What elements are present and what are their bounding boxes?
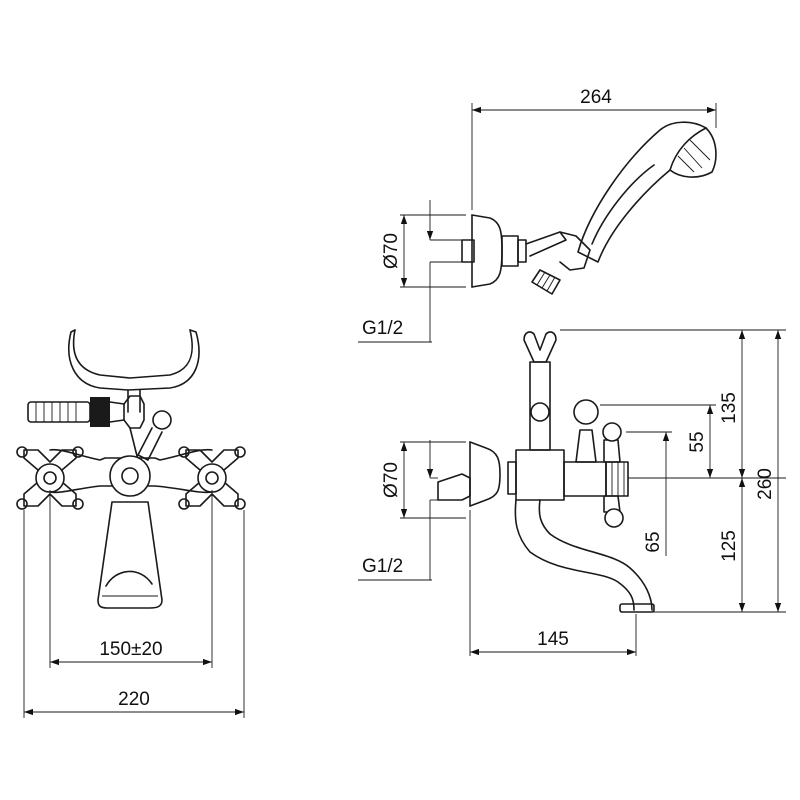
- dim-lower-height-label: 125: [719, 530, 740, 562]
- dim-handle-lower-label: 65: [643, 531, 664, 552]
- dim-overall-width-label: 220: [118, 689, 150, 710]
- spout: [97, 501, 163, 609]
- side-view: Ø70 G1/2 145 55 65 135 125 260: [358, 329, 786, 656]
- dim-side-flange-diameter-label: Ø70: [381, 462, 402, 498]
- dim-reach-label: 264: [580, 87, 612, 108]
- dim-flange-diameter-label: Ø70: [381, 233, 402, 269]
- dim-thread-label: G1/2: [362, 318, 403, 339]
- dim-side-thread-label: G1/2: [362, 556, 403, 577]
- dim-total-height-label: 260: [755, 468, 776, 500]
- dim-centers-label: 150±20: [99, 639, 162, 660]
- left-cross-handle: [16, 446, 84, 510]
- handshower-cradle: [68, 329, 200, 413]
- dim-handle-upper-label: 55: [687, 431, 708, 452]
- dim-spout-projection-label: 145: [537, 629, 569, 650]
- hose-connector: [27, 395, 145, 429]
- handshower-view: 264 Ø70 G1/2: [358, 87, 717, 343]
- center-nut: [109, 455, 151, 497]
- dim-upper-height-label: 135: [719, 392, 740, 424]
- diverter-lever: [129, 410, 172, 461]
- front-view: 150±20 220: [16, 329, 246, 718]
